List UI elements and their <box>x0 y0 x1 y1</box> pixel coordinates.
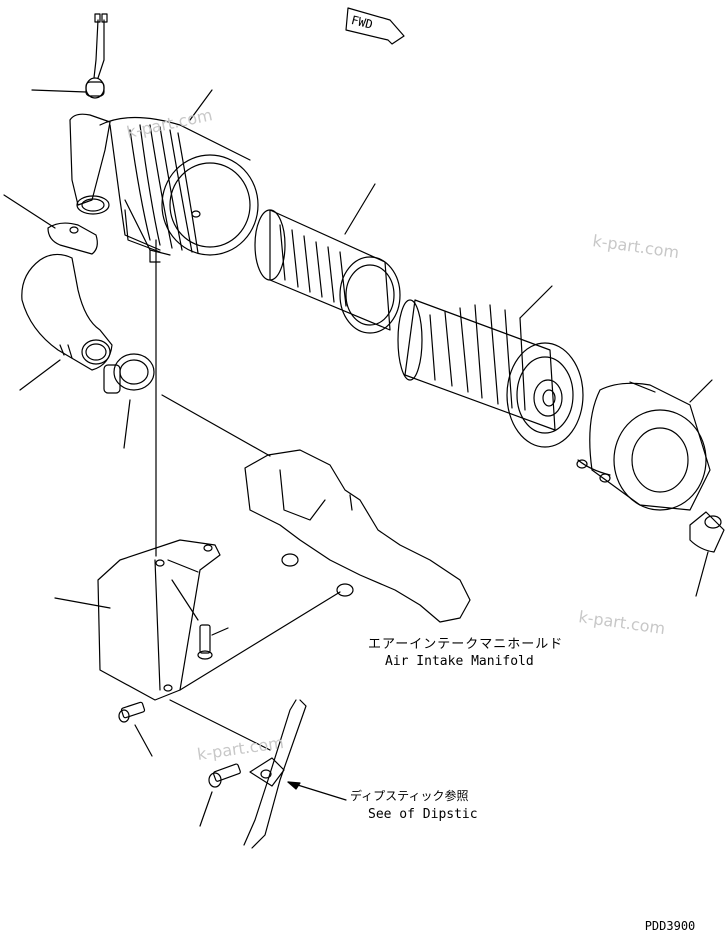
bolt-3 <box>199 763 241 827</box>
fwd-label: FWD <box>350 13 374 32</box>
watermark-2: k-part.com <box>591 231 680 262</box>
intake-elbow-hose <box>19 253 113 391</box>
dipstick-guide <box>243 699 347 849</box>
dipstick-label-en: See of Dipstic <box>368 807 478 822</box>
outer-filter-element <box>397 285 584 448</box>
intake-manifold <box>161 394 471 623</box>
watermark-3: k-part.com <box>577 607 666 638</box>
watermark-1: k-part.com <box>125 105 214 142</box>
air-cleaner-body <box>69 89 259 263</box>
bolt-2 <box>118 701 153 757</box>
watermark-4: k-part.com <box>196 733 285 764</box>
inner-filter-element <box>254 183 401 334</box>
evacuator-valve <box>689 511 725 597</box>
hose-clamp <box>103 353 155 449</box>
small-hose <box>3 194 98 255</box>
air-cleaner-cover <box>576 379 713 511</box>
mounting-bracket <box>54 239 341 751</box>
dipstick-label-jp: ディプスティック参照 <box>350 788 468 803</box>
fwd-arrow-icon: FWD <box>345 7 405 45</box>
manifold-label-jp: エアーインテークマニホールド <box>368 637 563 652</box>
bolt-1 <box>197 624 229 660</box>
drawing-number: PDD3900 <box>645 919 696 933</box>
manifold-label-en: Air Intake Manifold <box>385 654 534 669</box>
sensor-switch <box>31 13 108 99</box>
